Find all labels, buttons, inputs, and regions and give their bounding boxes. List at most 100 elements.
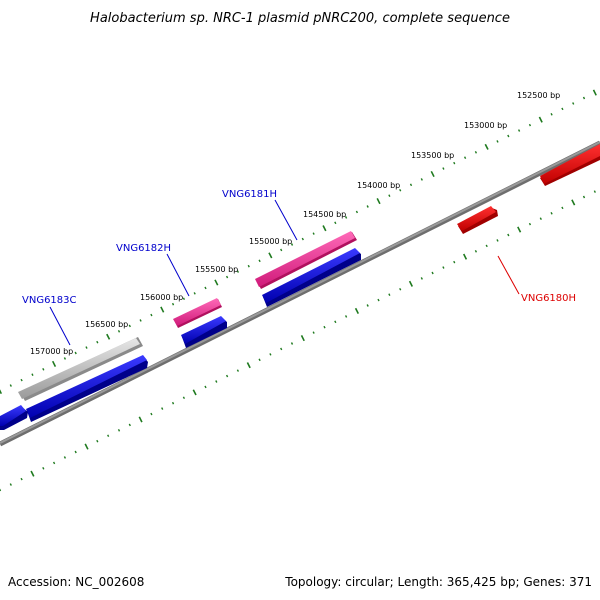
major-tick <box>214 279 219 286</box>
inner-tick-row <box>0 190 596 492</box>
ruler-label: 155000 bp <box>249 237 292 246</box>
minor-tick <box>182 297 186 301</box>
minor-tick <box>312 331 315 334</box>
minor-tick <box>582 195 586 199</box>
minor-tick <box>236 369 240 372</box>
minor-tick <box>334 221 337 225</box>
minor-tick <box>366 304 369 307</box>
minor-tick <box>247 264 250 268</box>
gene-label-VNG6181H[interactable]: VNG6181H <box>222 189 277 200</box>
minor-tick <box>117 329 121 333</box>
minor-tick <box>344 315 348 318</box>
gene-label-VNG6183C[interactable]: VNG6183C <box>22 295 77 306</box>
minor-tick <box>572 102 575 105</box>
feature-left-edge-reverse[interactable] <box>0 405 28 430</box>
feature-VNG6182H-reverse[interactable] <box>181 316 227 348</box>
minor-tick <box>20 477 23 481</box>
ruler-label: 154500 bp <box>303 210 346 219</box>
minor-tick <box>561 206 564 210</box>
feature-VNG6183C-reverse[interactable] <box>26 355 148 422</box>
minor-tick <box>420 178 423 181</box>
minor-tick <box>258 259 261 263</box>
minor-tick <box>171 302 175 306</box>
feature-VNG6180H-forward[interactable] <box>457 206 498 234</box>
minor-tick <box>539 217 542 221</box>
feature-VNG6181H-forward[interactable] <box>255 231 357 289</box>
gene-label-VNG6182H[interactable]: VNG6182H <box>116 243 171 254</box>
major-tick <box>192 389 197 396</box>
minor-tick <box>96 439 99 443</box>
minor-tick <box>550 112 553 116</box>
minor-tick <box>225 275 229 279</box>
ruler-label: 155500 bp <box>195 265 238 274</box>
minor-tick <box>399 188 402 192</box>
minor-tick <box>463 156 467 160</box>
minor-tick <box>107 434 110 437</box>
ruler-label: 156500 bp <box>85 320 128 329</box>
minor-tick <box>31 373 34 376</box>
minor-tick <box>528 123 532 127</box>
major-tick <box>0 389 3 395</box>
minor-tick <box>355 210 359 214</box>
minor-tick <box>150 313 153 317</box>
minor-tick <box>582 96 586 100</box>
minor-tick <box>204 385 207 389</box>
feature-VNG6182H-forward[interactable] <box>173 298 222 328</box>
major-tick <box>462 253 468 260</box>
minor-tick <box>453 260 456 264</box>
minor-tick <box>280 248 283 252</box>
major-tick <box>517 226 522 233</box>
ruler-label: 153500 bp <box>411 151 454 160</box>
major-tick <box>484 143 489 150</box>
map-title: Halobacterium sp. NRC-1 plasmid pNRC200,… <box>90 11 510 26</box>
major-tick <box>84 443 89 450</box>
minor-tick <box>485 244 488 248</box>
major-tick <box>300 335 305 342</box>
minor-tick <box>258 358 261 362</box>
ruler-label: 152500 bp <box>517 91 560 100</box>
ruler-label: 154000 bp <box>357 181 400 190</box>
minor-tick <box>420 277 423 280</box>
minor-tick <box>496 239 499 242</box>
minor-tick <box>74 351 77 355</box>
major-tick <box>106 333 111 340</box>
minor-tick <box>193 292 196 295</box>
minor-tick <box>507 134 510 138</box>
major-tick <box>268 252 273 259</box>
minor-tick <box>474 150 478 154</box>
major-tick <box>430 170 435 178</box>
ruler-label: 156000 bp <box>140 293 183 302</box>
feature-right-edge-forward[interactable] <box>540 144 600 186</box>
major-tick <box>376 198 381 205</box>
minor-tick <box>431 271 434 275</box>
minor-tick <box>323 325 326 329</box>
minor-tick <box>150 412 153 416</box>
minor-tick <box>496 140 499 143</box>
minor-tick <box>52 461 56 465</box>
minor-tick <box>442 167 445 170</box>
minor-tick <box>453 161 456 165</box>
minor-tick <box>42 466 45 470</box>
minor-tick <box>85 346 88 349</box>
major-tick <box>246 362 251 369</box>
minor-tick <box>20 378 23 382</box>
minor-tick <box>334 320 337 324</box>
ruler-label: 153000 bp <box>464 121 507 130</box>
minor-tick <box>409 183 413 187</box>
minor-tick <box>171 401 175 405</box>
ruler-label: 157000 bp <box>30 347 73 356</box>
minor-tick <box>290 342 294 345</box>
accession-text: Accession: NC_002608 <box>8 575 144 589</box>
minor-tick <box>117 428 121 432</box>
minor-tick <box>593 190 596 193</box>
major-tick <box>51 360 57 367</box>
minor-tick <box>550 211 553 215</box>
gene-label-VNG6180H[interactable]: VNG6180H <box>521 293 576 304</box>
major-tick <box>138 416 143 423</box>
feature-VNG6181H-reverse[interactable] <box>262 248 361 307</box>
major-tick <box>538 116 543 123</box>
feature-VNG6183C-forward[interactable] <box>18 337 143 401</box>
minor-tick <box>215 380 218 383</box>
plasmid-backbone <box>0 140 600 447</box>
